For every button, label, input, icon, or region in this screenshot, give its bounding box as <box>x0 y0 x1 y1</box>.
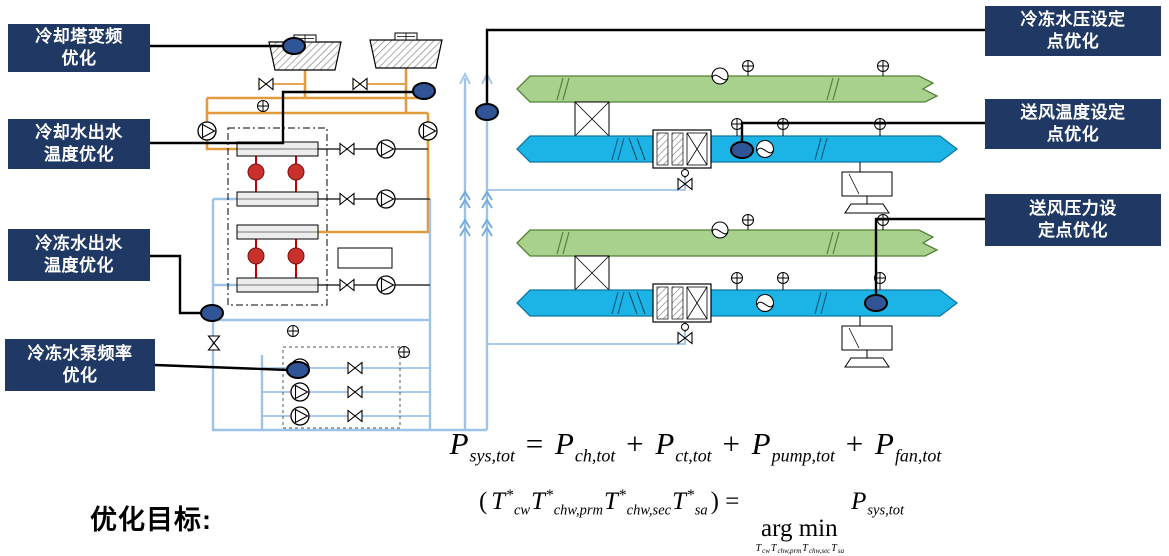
chw-pump-icon <box>290 382 310 402</box>
sensor-marker <box>200 304 224 322</box>
tower-valve-icon <box>352 77 368 91</box>
callout-label: 冷冻水泵频率 优化 <box>27 343 133 385</box>
callout-supply-air-temp-setpoint: 送风温度设定 点优化 <box>985 99 1161 149</box>
compressor-icon <box>247 163 265 181</box>
chiller-branch-pipes <box>318 148 430 286</box>
objective-label: 优化目标: <box>90 505 212 535</box>
check-valve-icon <box>347 385 363 399</box>
callout-supply-air-pressure-setpoint: 送风压力设 定点优化 <box>985 194 1161 246</box>
sensor-marker <box>730 141 754 159</box>
callout-label: 冷冻水压设定 点优化 <box>1020 9 1126 51</box>
sensor-marker <box>864 294 888 312</box>
condenser-pump-icon <box>197 121 217 141</box>
condenser-pump-icon <box>418 121 438 141</box>
sensor-marker <box>282 37 306 55</box>
chw-pump-icon <box>290 406 310 426</box>
callout-label: 送风温度设定 点优化 <box>1020 102 1126 144</box>
branch-pump-icon <box>376 139 396 159</box>
callout-cooling-tower-vfd: 冷却塔变频 优化 <box>8 24 150 72</box>
compressor-icon <box>247 247 265 265</box>
chilled-water-piping <box>211 71 686 432</box>
chiller-plant <box>227 127 328 306</box>
cooling-tower-icon <box>268 34 342 71</box>
branch-pump-icon <box>376 275 396 295</box>
pipe-sensor-icon <box>287 325 299 337</box>
pipe-sensor-icon <box>257 100 269 112</box>
callout-chw-pump-frequency: 冷冻水泵频率 优化 <box>5 339 155 391</box>
callout-condenser-water-temp: 冷却水出水 温度优化 <box>8 119 150 169</box>
callout-chilled-water-temp: 冷冻水出水 温度优化 <box>8 229 150 281</box>
callout-label: 冷冻水出水 温度优化 <box>35 233 123 275</box>
compressor-icon <box>287 163 305 181</box>
isolation-valve-icon <box>207 335 221 351</box>
sensor-marker <box>286 361 310 379</box>
compressor-icon <box>287 247 305 265</box>
tower-valve-icon <box>258 77 274 91</box>
cooling-tower-icon <box>369 32 443 69</box>
condenser-water-loop <box>205 68 430 234</box>
sensor-marker <box>475 103 499 121</box>
chilled-water-pump-group <box>207 325 410 429</box>
check-valve-icon <box>347 409 363 423</box>
callout-connectors <box>150 28 985 372</box>
branch-valve-icon <box>339 142 355 156</box>
branch-pump-icon <box>376 189 396 209</box>
callout-label: 送风压力设 定点优化 <box>1029 198 1117 240</box>
expansion-tank <box>337 247 393 269</box>
callout-label: 冷却塔变频 优化 <box>35 26 123 68</box>
callout-chw-pressure-setpoint: 冷冻水压设定 点优化 <box>985 6 1161 56</box>
callout-label: 冷却水出水 温度优化 <box>35 122 123 164</box>
equation-total-power: Psys,tot = Pch,tot + Pct,tot + Ppump,tot… <box>449 426 942 466</box>
check-valve-icon <box>347 361 363 375</box>
sensor-marker <box>412 82 436 100</box>
pipe-sensor-icon <box>398 346 410 358</box>
branch-valve-icon <box>339 192 355 206</box>
branch-valve-icon <box>339 278 355 292</box>
